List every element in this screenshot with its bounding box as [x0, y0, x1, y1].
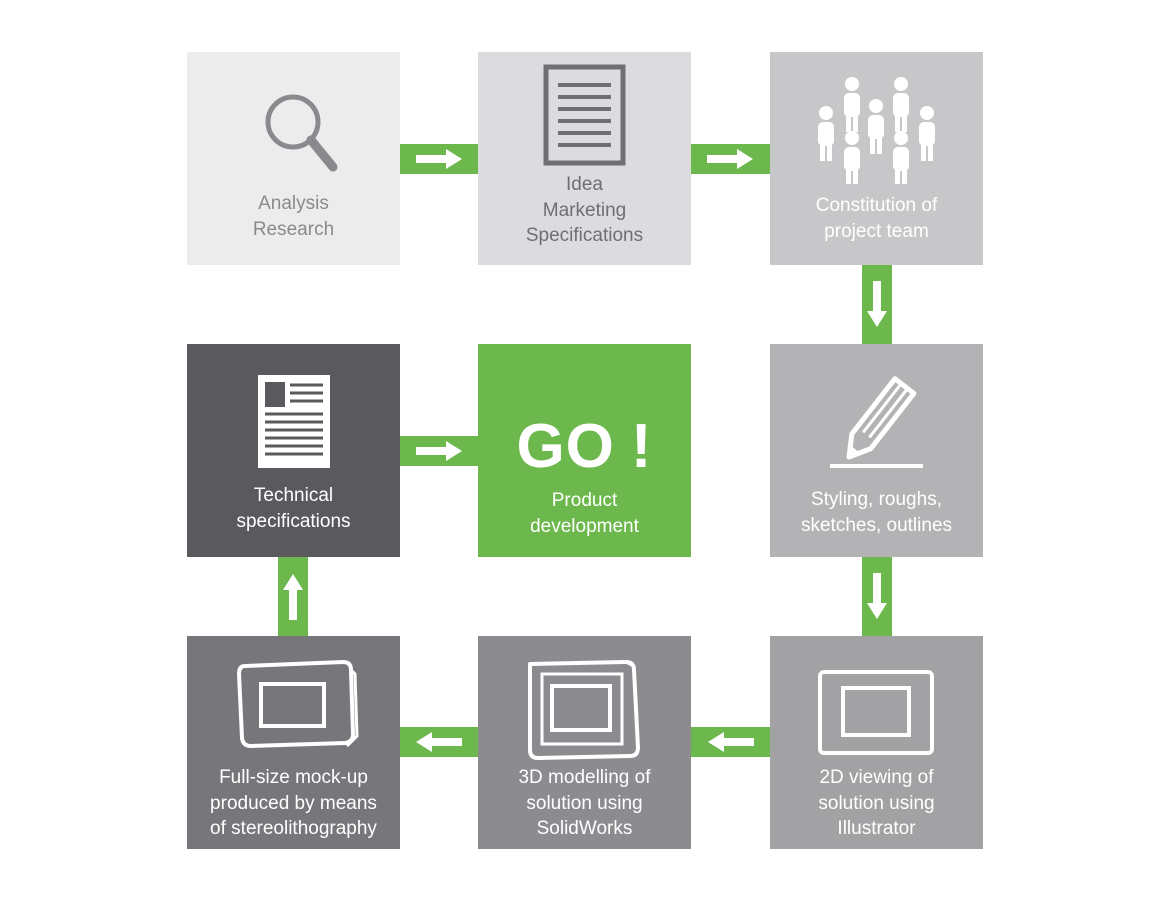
step-mockup-label: Full-size mock-up produced by means of s… [187, 765, 400, 842]
step-3d-line-1: 3D modelling of [518, 767, 651, 788]
step-idea-line-2: Marketing [542, 199, 627, 221]
step-styling: Styling, roughs, sketches, outlines [770, 344, 983, 557]
step-3d-label: 3D modelling of solution using SolidWork… [478, 765, 691, 842]
step-3d-line-2: solution using [526, 792, 643, 814]
go-exclamation: ! [630, 412, 653, 481]
3d-frame-icon [528, 660, 640, 760]
connector-team-to-styling [862, 265, 892, 344]
step-idea-label: Idea Marketing Specifications [478, 172, 691, 249]
step-analysis-line-2: Research [252, 218, 335, 240]
arrow-right-icon [416, 441, 462, 461]
step-styling-line-1: Styling, roughs, [811, 489, 942, 510]
step-styling-label: Styling, roughs, sketches, outlines [770, 487, 983, 538]
step-analysis-label: Analysis Research [187, 191, 400, 242]
step-mockup-line-2: produced by means [210, 792, 377, 814]
step-mockup-line-1: Full-size mock-up [219, 767, 368, 788]
step-technical-label: Technical specifications [187, 483, 400, 534]
step-2d-line-2: solution using [818, 792, 935, 814]
step-go-line-2: development [530, 515, 639, 537]
step-idea-line-1: Idea [566, 174, 603, 195]
mockup-frame-icon [236, 659, 359, 749]
step-idea-line-3: Specifications [525, 225, 644, 246]
magnifier-icon [265, 94, 338, 172]
go-word: GO [516, 412, 615, 481]
step-mockup-line-3: of stereolithography [210, 818, 377, 839]
step-analysis-line-1: Analysis [258, 193, 329, 214]
step-2d-line-1: 2D viewing of [819, 767, 934, 788]
step-2d-label: 2D viewing of solution using Illustrator [770, 765, 983, 842]
step-idea: Idea Marketing Specifications [478, 52, 691, 265]
step-technical-line-1: Technical [253, 485, 334, 506]
connector-analysis-to-idea [400, 144, 478, 174]
step-go-line-1: Product [551, 490, 618, 511]
connector-mockup-to-technical [278, 557, 308, 636]
step-2d-line-3: Illustrator [837, 818, 916, 839]
spec-sheet-icon [258, 375, 330, 468]
connector-2d-to-3d [691, 727, 770, 757]
step-analysis: Analysis Research [187, 52, 400, 265]
step-go: GO! Product development [478, 344, 691, 557]
step-styling-line-2: sketches, outlines [800, 514, 953, 536]
connector-idea-to-team [691, 144, 770, 174]
arrow-right-icon [416, 149, 462, 169]
step-3d-modelling: 3D modelling of solution using SolidWork… [478, 636, 691, 849]
step-team-line-1: Constitution of [815, 195, 938, 216]
step-go-label: Product development [478, 488, 691, 539]
step-technical-line-2: specifications [236, 510, 351, 532]
arrow-left-icon [416, 732, 462, 752]
step-2d-viewing: 2D viewing of solution using Illustrator [770, 636, 983, 849]
connector-styling-to-2d [862, 557, 892, 636]
document-icon [543, 64, 626, 166]
step-team-label: Constitution of project team [770, 193, 983, 244]
connector-3d-to-mockup [400, 727, 478, 757]
step-3d-line-3: SolidWorks [536, 818, 633, 839]
people-group-icon [818, 77, 935, 184]
pencil-icon [830, 376, 923, 468]
arrow-up-icon [283, 574, 303, 620]
arrow-down-icon [867, 281, 887, 327]
go-headline: GO! [478, 416, 691, 478]
step-mockup: Full-size mock-up produced by means of s… [187, 636, 400, 849]
connector-technical-to-go [400, 436, 478, 466]
arrow-left-icon [708, 732, 754, 752]
arrow-down-icon [867, 573, 887, 619]
step-team: Constitution of project team [770, 52, 983, 265]
step-team-line-2: project team [824, 220, 929, 242]
step-technical: Technical specifications [187, 344, 400, 557]
arrow-right-icon [707, 149, 753, 169]
flat-frame-icon [818, 670, 934, 755]
